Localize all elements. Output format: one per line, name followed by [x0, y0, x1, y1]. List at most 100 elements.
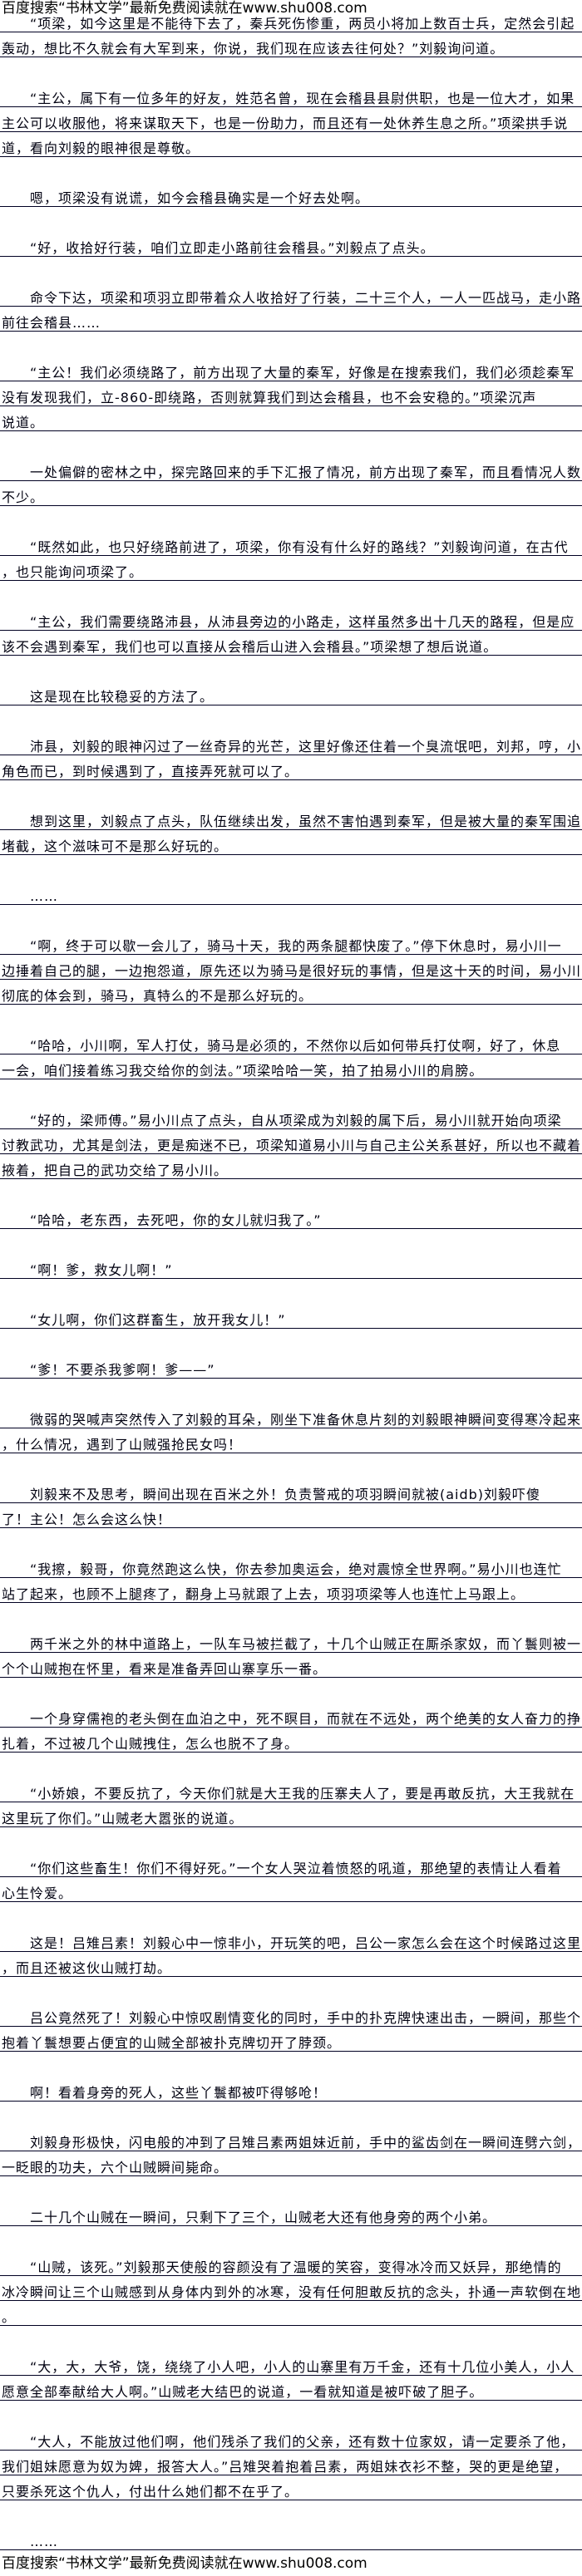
paragraph: “女儿啊，你们这群畜生，放开我女儿！” [0, 1304, 582, 1329]
paragraph-gap [0, 1528, 582, 1553]
paragraph: 微弱的哭喊声突然传入了刘毅的耳朵，刚坐下准备休息片刻的刘毅眼神瞬间变得寒冷起来，… [0, 1404, 582, 1453]
paragraph: 吕公竟然死了！刘毅心中惊叹剧情变化的同时，手中的扑克牌快速出击，一瞬间，那些个抱… [0, 2002, 582, 2052]
paragraph-gap [0, 581, 582, 606]
paragraph-line: “主公！我们必须绕路了，前方出现了大量的秦军，好像是在搜索我们，我们必须趁秦军 [0, 356, 582, 381]
paragraph: 嗯，项梁没有说谎，如今会稽县确实是一个好去处啊。 [0, 182, 582, 207]
paragraph-line: 一眨眼的功夫，六个山贼瞬间毙命。 [0, 2151, 582, 2176]
paragraph-line: “女儿啊，你们这群畜生，放开我女儿！” [0, 1304, 582, 1329]
paragraph: 这是！吕雉吕素！刘毅心中一惊非小，开玩笑的吧，吕公一家怎么会在这个时候路过这里，… [0, 1927, 582, 1977]
paragraph: “主公！我们必须绕路了，前方出现了大量的秦军，好像是在搜索我们，我们必须趁秦军没… [0, 356, 582, 431]
paragraph: “哈哈，老东西，去死吧，你的女儿就归我了。” [0, 1204, 582, 1229]
paragraph-line: 讨教武功，尤其是剑法，更是痴迷不已，项梁知道易小川与自己主公关系甚好，所以也不藏… [0, 1129, 582, 1154]
paragraph: …… [0, 880, 582, 905]
paragraph-gap [0, 1079, 582, 1104]
paragraph: …… [0, 2525, 582, 2550]
paragraph: 这是现在比较稳妥的方法了。 [0, 681, 582, 705]
paragraph-line: 抱着丫鬟想要占便宜的山贼全部被扑克牌切开了脖颈。 [0, 2027, 582, 2052]
paragraph-line: 命令下达，项梁和项羽立即带着众人收拾好了行装，二十三个人，一人一匹战马，走小路 [0, 282, 582, 307]
paragraph-line: …… [0, 2525, 582, 2550]
paragraph: “好的，梁师傅。”易小川点了点头，自从项梁成为刘毅的属下后，易小川就开始向项梁讨… [0, 1104, 582, 1179]
paragraph-line: 啊！看着身旁的死人，这些丫鬟都被吓得够呛！ [0, 2077, 582, 2102]
paragraph-line: 刘毅来不及思考，瞬间出现在百米之外！负责警戒的项羽瞬间就被(aidb)刘毅吓傻 [0, 1478, 582, 1503]
paragraph-line: “大人，不能放过他们啊，他们残杀了我们的父亲，还有数十位家奴，请一定要杀了他， [0, 2426, 582, 2451]
paragraph-gap [0, 1179, 582, 1204]
paragraph-line: 前往会稽县…… [0, 307, 582, 332]
paragraph-gap [0, 257, 582, 282]
paragraph-gap [0, 431, 582, 456]
paragraph-gap [0, 2176, 582, 2201]
paragraph-line: 这是现在比较稳妥的方法了。 [0, 681, 582, 705]
paragraph-line: 说道。 [0, 406, 582, 431]
paragraph-line: “小娇娘，不要反抗了，今天你们就是大王我的压寨夫人了，要是再敢反抗，大王我就在 [0, 1777, 582, 1802]
article-body: “项梁，如今这里是不能待下去了，秦兵死伤惨重，两员小将加上数百士兵，定然会引起轰… [0, 7, 582, 2550]
paragraph-line: “项梁，如今这里是不能待下去了，秦兵死伤惨重，两员小将加上数百士兵，定然会引起 [0, 7, 582, 32]
paragraph-line: …… [0, 880, 582, 905]
paragraph-line: 角色而已，到时候遇到了，直接弄死就可以了。 [0, 755, 582, 780]
paragraph-line: “我擦，毅哥，你竟然跑这么快，你去参加奥运会，绝对震惊全世界啊。”易小川也连忙 [0, 1553, 582, 1578]
paragraph-gap [0, 506, 582, 531]
paragraph: “啊！爹，救女儿啊！” [0, 1254, 582, 1279]
paragraph-gap [0, 2226, 582, 2251]
paragraph: “山贼，该死。”刘毅那天使般的容颜没有了温暖的笑容，变得冰冷而又妖异，那绝情的冰… [0, 2251, 582, 2326]
paragraph-line: 吕公竟然死了！刘毅心中惊叹剧情变化的同时，手中的扑克牌快速出击，一瞬间，那些个 [0, 2002, 582, 2027]
paragraph-gap [0, 1453, 582, 1478]
paragraph-gap [0, 1329, 582, 1354]
paragraph-line: 愿意全部奉献给大人啊。”山贼老大结巴的说道，一看就知道是被吓破了胆子。 [0, 2376, 582, 2401]
paragraph-gap [0, 855, 582, 880]
paragraph-line: “哈哈，老东西，去死吧，你的女儿就归我了。” [0, 1204, 582, 1229]
paragraph-line: 了！主公！怎么会这么快！ [0, 1503, 582, 1528]
paragraph: 命令下达，项梁和项羽立即带着众人收拾好了行装，二十三个人，一人一匹战马，走小路前… [0, 282, 582, 332]
paragraph-line: 一处偏僻的密林之中，探完路回来的手下汇报了情况，前方出现了秦军，而且看情况人数 [0, 456, 582, 481]
site-banner-top: 百度搜索“书林文学”最新免费阅读就在www.shu008.com [2, 0, 367, 17]
paragraph-line: “啊！爹，救女儿啊！” [0, 1254, 582, 1279]
paragraph-gap [0, 2052, 582, 2077]
paragraph-line: ，也只能询问项梁了。 [0, 556, 582, 581]
paragraph-gap [0, 1379, 582, 1404]
paragraph: “哈哈，小川啊，军人打仗，骑马是必须的，不然你以后如何带兵打仗啊，好了，休息一会… [0, 1030, 582, 1079]
paragraph: “主公，属下有一位多年的好友，姓范名曾，现在会稽县县尉供职，也是一位大才，如果主… [0, 82, 582, 157]
paragraph-line: “山贼，该死。”刘毅那天使般的容颜没有了温暖的笑容，变得冰冷而又妖异，那绝情的 [0, 2251, 582, 2276]
paragraph-gap [0, 57, 582, 82]
paragraph-line: “既然如此，也只好绕路前进了，项梁，你有没有什么好的路线？”刘毅询问道，在古代 [0, 531, 582, 556]
paragraph-gap [0, 2102, 582, 2126]
paragraph: “我擦，毅哥，你竟然跑这么快，你去参加奥运会，绝对震惊全世界啊。”易小川也连忙站… [0, 1553, 582, 1603]
paragraph-line: “主公，属下有一位多年的好友，姓范名曾，现在会稽县县尉供职，也是一位大才，如果 [0, 82, 582, 107]
paragraph-line: 想到这里，刘毅点了点头，队伍继续出发，虽然不害怕遇到秦军，但是被大量的秦军围追 [0, 805, 582, 830]
paragraph-line: 边捶着自己的腿，一边抱怨道，原先还以为骑马是很好玩的事情，但是这十天的时间，易小… [0, 955, 582, 980]
paragraph-line: “你们这些畜生！你们不得好死。”一个女人哭泣着愤怒的吼道，那绝望的表情让人看着 [0, 1852, 582, 1877]
paragraph-line: 这里玩了你们。”山贼老大嚣张的说道。 [0, 1802, 582, 1827]
paragraph-gap [0, 1229, 582, 1254]
paragraph-gap [0, 2401, 582, 2426]
paragraph-gap [0, 332, 582, 356]
paragraph-line: “大，大，大爷，饶，绕绕了小人吧，小人的山寨里有万千金，还有十几位小美人，小人 [0, 2351, 582, 2376]
paragraph-gap [0, 157, 582, 182]
paragraph: 二十几个山贼在一瞬间，只剩下了三个，山贼老大还有他身旁的两个小弟。 [0, 2201, 582, 2226]
paragraph-gap [0, 1977, 582, 2002]
paragraph-line: 站了起来，也顾不上腿疼了，翻身上马就跟了上去，项羽项梁等人也连忙上马跟上。 [0, 1578, 582, 1603]
paragraph-gap [0, 1753, 582, 1777]
paragraph: “既然如此，也只好绕路前进了，项梁，你有没有什么好的路线？”刘毅询问道，在古代，… [0, 531, 582, 581]
paragraph-line: 嗯，项梁没有说谎，如今会稽县确实是一个好去处啊。 [0, 182, 582, 207]
paragraph: 一处偏僻的密林之中，探完路回来的手下汇报了情况，前方出现了秦军，而且看情况人数不… [0, 456, 582, 506]
paragraph-line: 沛县，刘毅的眼神闪过了一丝奇异的光芒，这里好像还住着一个臭流氓吧，刘邦，哼，小 [0, 730, 582, 755]
paragraph-line: 一会，咱们接着练习我交给你的剑法。”项梁哈哈一笑，拍了拍易小川的肩膀。 [0, 1054, 582, 1079]
paragraph-line: 彻底的体会到，骑马，真特么的不是那么好玩的。 [0, 980, 582, 1005]
paragraph-line: “好的，梁师傅。”易小川点了点头，自从项梁成为刘毅的属下后，易小川就开始向项梁 [0, 1104, 582, 1129]
paragraph-gap [0, 1678, 582, 1703]
paragraph-gap [0, 780, 582, 805]
paragraph-line: 。 [0, 2301, 582, 2326]
paragraph-line: 两千米之外的林中道路上，一队车马被拦截了，十几个山贼正在厮杀家奴，而丫鬟则被一 [0, 1628, 582, 1653]
paragraph: “好，收拾好行装，咱们立即走小路前往会稽县。”刘毅点了点头。 [0, 232, 582, 257]
paragraph-gap [0, 207, 582, 232]
paragraph-line: ，而且还被这伙山贼打劫。 [0, 1952, 582, 1977]
paragraph: “主公，我们需要绕路沛县，从沛县旁边的小路走，这样虽然多出十几天的路程，但是应该… [0, 606, 582, 656]
paragraph: “大，大，大爷，饶，绕绕了小人吧，小人的山寨里有万千金，还有十几位小美人，小人愿… [0, 2351, 582, 2401]
paragraph-line: 轰动，想比不久就会有大军到来，你说，我们现在应该去往何处？”刘毅询问道。 [0, 32, 582, 57]
paragraph-line: “主公，我们需要绕路沛县，从沛县旁边的小路走，这样虽然多出十几天的路程，但是应 [0, 606, 582, 631]
paragraph-gap [0, 1005, 582, 1030]
paragraph: “爹！不要杀我爹啊！爹——” [0, 1354, 582, 1379]
paragraph-line: 没有发现我们，立-860-即绕路，否则就算我们到达会稽县，也不会安稳的。”项梁沉… [0, 381, 582, 406]
paragraph-line: 只要杀死这个仇人，付出什么她们都不在乎了。 [0, 2475, 582, 2500]
paragraph-line: 二十几个山贼在一瞬间，只剩下了三个，山贼老大还有他身旁的两个小弟。 [0, 2201, 582, 2226]
paragraph-line: 扎着，不过被几个山贼拽住，怎么也脱不了身。 [0, 1728, 582, 1753]
